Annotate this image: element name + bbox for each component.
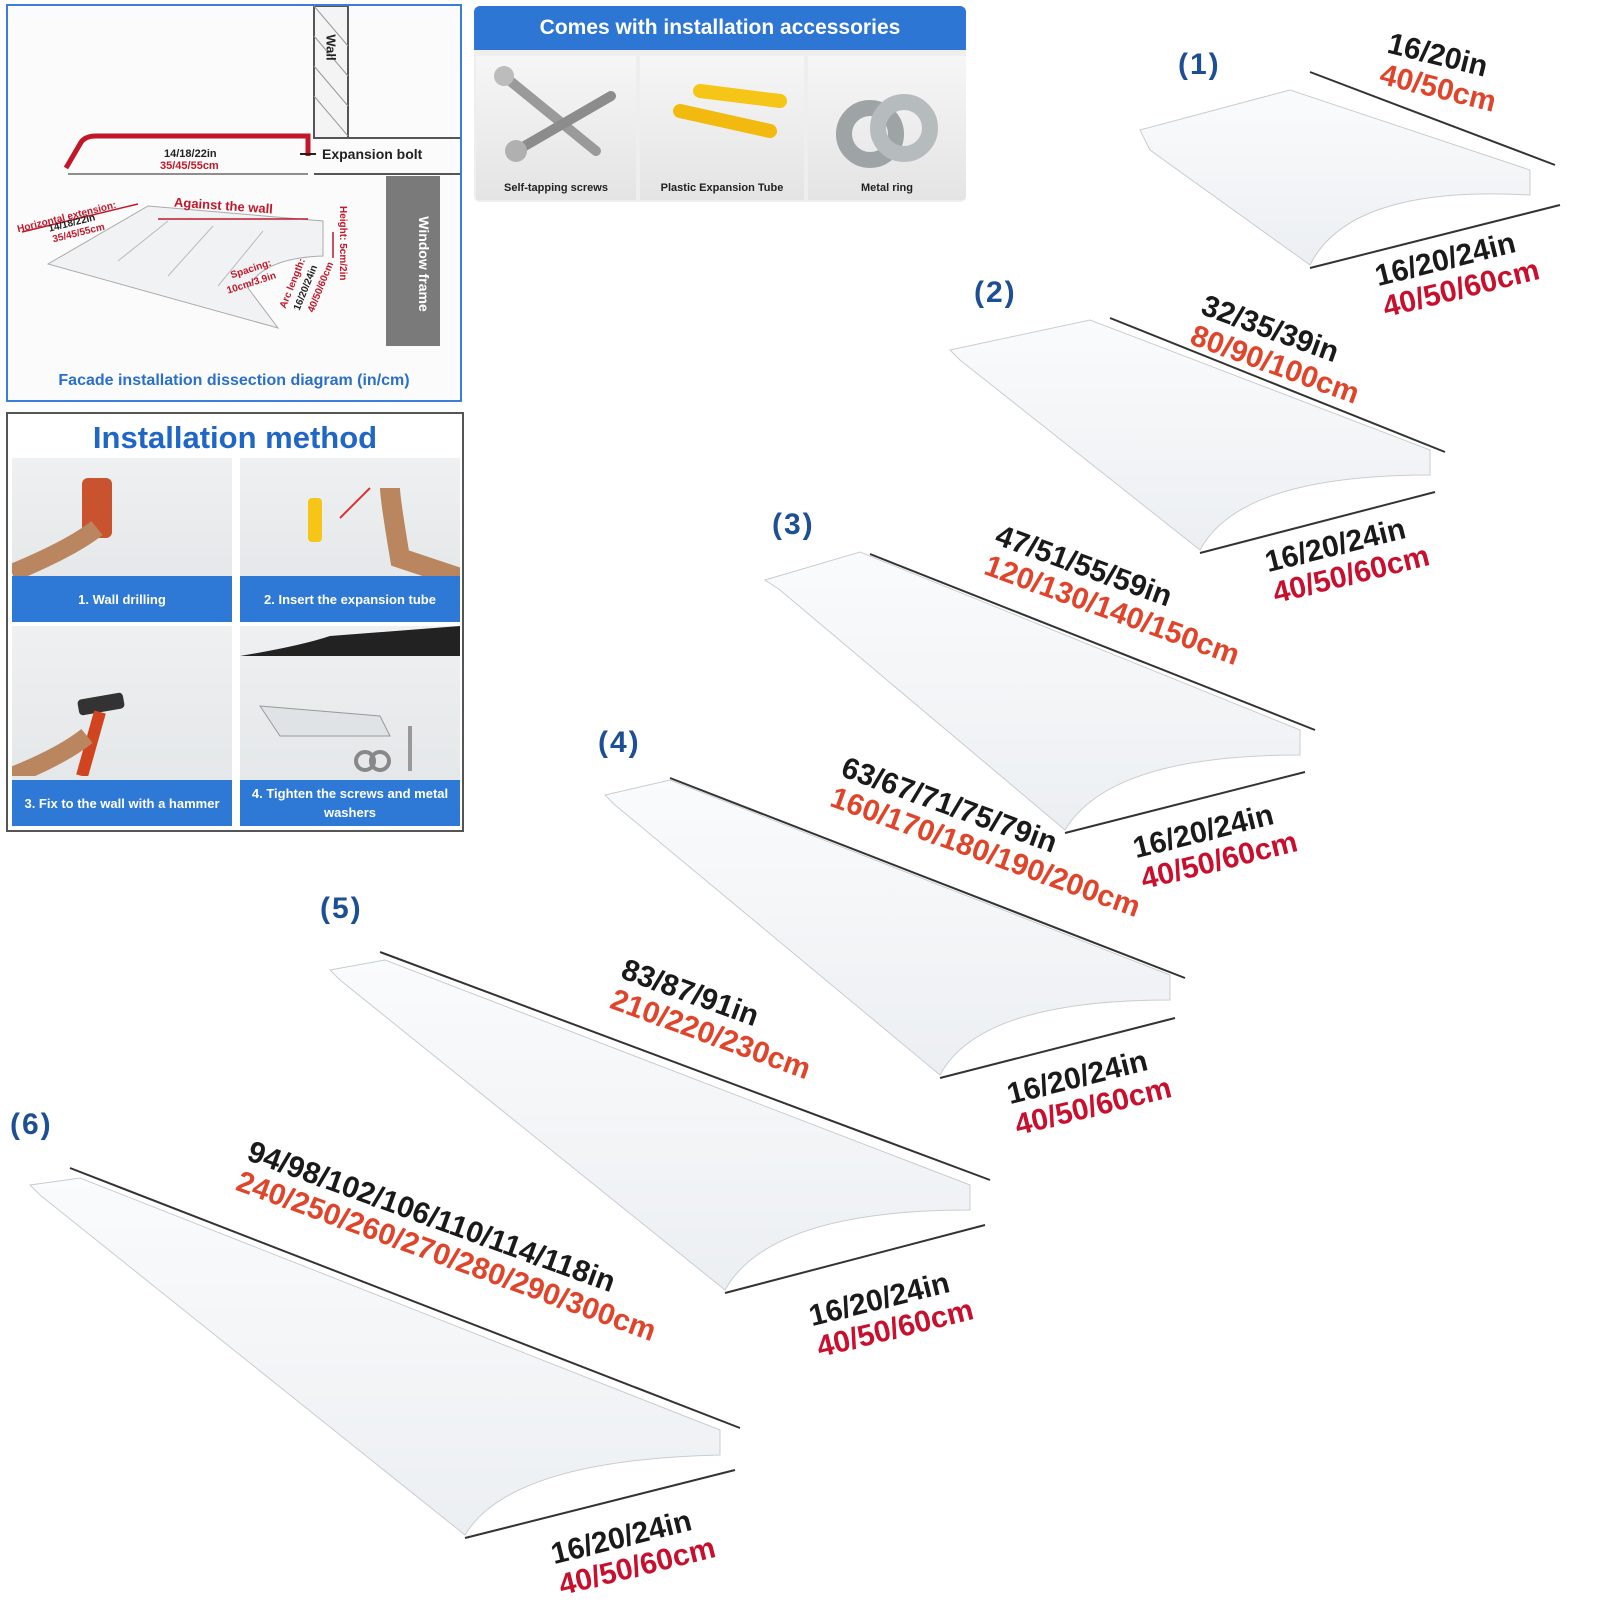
accessories-panel: Comes with installation accessories Self… (474, 6, 966, 202)
washer-icon (836, 94, 938, 168)
install-step-3: 3. Fix to the wall with a hammer (12, 626, 232, 826)
expansion-tube-icon (308, 487, 460, 588)
expansion-bolt-label: Expansion bolt (322, 146, 423, 162)
product-number-1: (1) (1178, 48, 1221, 81)
product-number-4: (4) (598, 726, 641, 759)
screw-icon (494, 66, 616, 162)
canopy-5 (328, 951, 991, 1294)
shelf-icon (240, 626, 460, 772)
accessory-expansion-tube: Plastic Expansion Tube (640, 56, 804, 200)
top-dimension-cm: 35/45/55cm (160, 160, 219, 172)
step-label: 3. Fix to the wall with a hammer (12, 780, 232, 826)
accessory-label: Metal ring (861, 182, 913, 194)
step-label: 2. Insert the expansion tube (240, 576, 460, 622)
install-step-4: 4. Tighten the screws and metal washers (240, 626, 460, 826)
accessory-label: Self-tapping screws (504, 182, 608, 194)
accessories-title: Comes with installation accessories (474, 6, 966, 50)
step-label: 1. Wall drilling (12, 576, 232, 622)
installation-method-panel: Installation method 1. Wall drilling 2. … (6, 412, 464, 832)
step-label: 4. Tighten the screws and metal washers (240, 780, 460, 826)
expansion-tube-icon (673, 84, 787, 138)
diagram-caption: Facade installation dissection diagram (… (58, 372, 410, 389)
canopy-3 (763, 551, 1316, 834)
canopy-2 (948, 317, 1446, 554)
install-step-2: 2. Insert the expansion tube (240, 458, 460, 622)
hammer-icon (12, 692, 125, 785)
drill-icon (12, 478, 112, 582)
product-number-2: (2) (974, 276, 1017, 309)
canopy-1 (1139, 71, 1561, 269)
product-number-6: (6) (10, 1108, 53, 1141)
installation-title: Installation method (92, 420, 378, 455)
product-number-5: (5) (320, 892, 363, 925)
product-number-3: (3) (772, 508, 815, 541)
accessory-screws: Self-tapping screws (476, 56, 636, 200)
canopy-4 (604, 777, 1186, 1079)
accessory-metal-ring: Metal ring (808, 56, 966, 200)
canopy-6 (28, 1167, 741, 1539)
facade-diagram-drawing (21, 6, 460, 346)
accessory-label: Plastic Expansion Tube (660, 182, 784, 194)
top-dimension-in: 14/18/22in (164, 148, 217, 160)
facade-diagram-panel: Wall Window frame Expansion bolt 14/18/2… (6, 4, 462, 402)
install-step-1: 1. Wall drilling (12, 458, 232, 622)
